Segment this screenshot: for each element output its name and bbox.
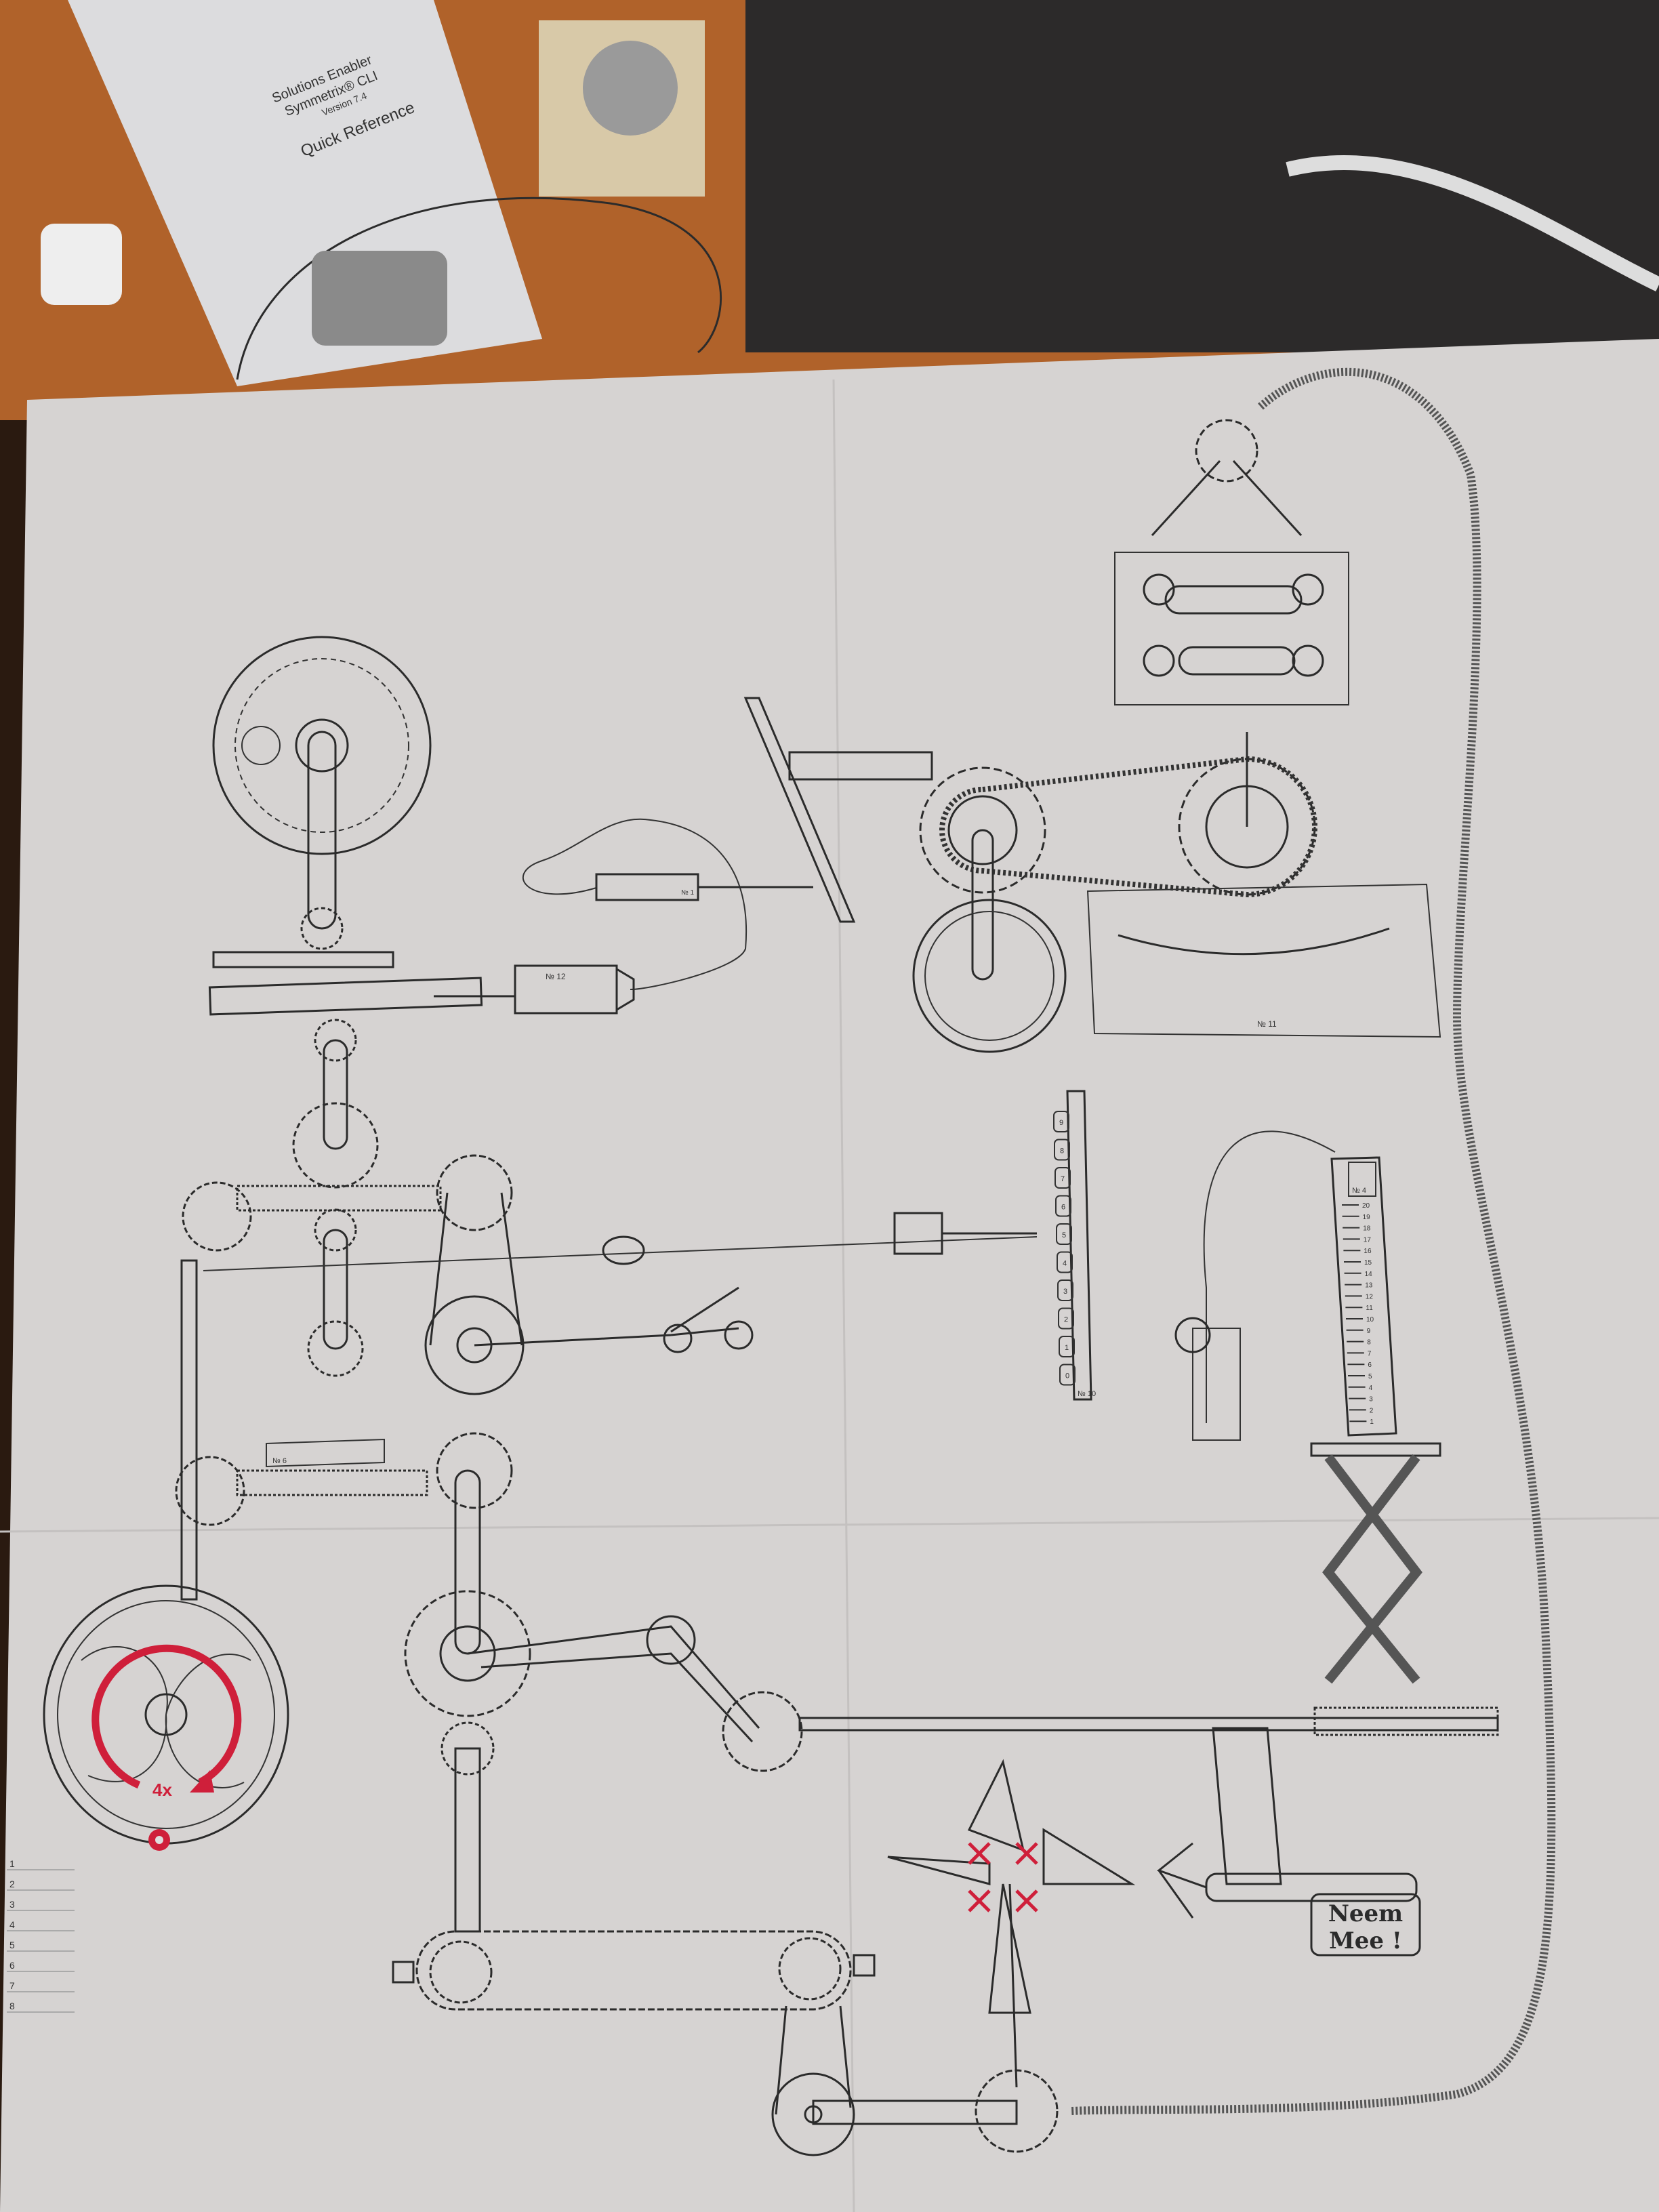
counter-cell bbox=[1054, 1167, 1071, 1189]
counter-digit: 3 bbox=[1063, 1288, 1067, 1296]
scale-label: 10 bbox=[1366, 1316, 1374, 1324]
counter-digit: 9 bbox=[1059, 1119, 1063, 1127]
counter-digits: 9 8 7 6 5 4 3 2 1 0 bbox=[1053, 1111, 1076, 1386]
counter-cell bbox=[1053, 1111, 1069, 1132]
syringe-small-label: № 1 bbox=[681, 889, 695, 897]
counter-digit: 2 bbox=[1064, 1316, 1068, 1324]
slanted-ruler bbox=[743, 697, 856, 923]
margin-number: 5 bbox=[9, 1940, 15, 1950]
flexible-hose bbox=[1070, 367, 1556, 2115]
scale-label: 20 bbox=[1362, 1202, 1370, 1210]
margin-number: 8 bbox=[9, 2001, 15, 2011]
counter-label: № 10 bbox=[1078, 1390, 1096, 1398]
bottom-pulleys bbox=[771, 2005, 1059, 2156]
counter-digit: 5 bbox=[1062, 1231, 1066, 1240]
counter-cell bbox=[1054, 1139, 1070, 1161]
red-marker-center bbox=[155, 1836, 163, 1844]
counter-cell bbox=[1057, 1279, 1073, 1301]
margin-number: 1 bbox=[9, 1858, 15, 1869]
spoked-wheel bbox=[912, 899, 1067, 1053]
water-glass bbox=[1192, 1328, 1241, 1441]
pinwheel-small bbox=[1174, 1317, 1211, 1353]
internal-gear-wheel bbox=[212, 636, 432, 950]
scale-label: 11 bbox=[1366, 1305, 1373, 1312]
chain-drive bbox=[919, 732, 1317, 981]
conveyor-belt bbox=[392, 1930, 876, 2011]
power-adapter bbox=[41, 224, 122, 305]
counter-cell bbox=[1055, 1195, 1071, 1217]
cylinder-label: № 4 bbox=[1352, 1187, 1366, 1195]
scale-label: 2 bbox=[1370, 1407, 1374, 1414]
scale-label: 12 bbox=[1366, 1293, 1374, 1300]
rotation-label: 4x bbox=[152, 1780, 172, 1800]
lamp-base bbox=[583, 41, 678, 136]
margin-numbering: 1 2 3 4 5 6 7 8 bbox=[7, 1858, 75, 2013]
counter-digit: 4 bbox=[1063, 1260, 1067, 1268]
margin-number: 4 bbox=[9, 1919, 15, 1930]
scale-label: 19 bbox=[1363, 1214, 1371, 1221]
desk-clutter bbox=[745, 0, 1659, 352]
spoked-wheel-rim bbox=[924, 911, 1054, 1041]
scale-label: 18 bbox=[1363, 1225, 1371, 1233]
cable bbox=[236, 197, 722, 380]
scale-label: 7 bbox=[1368, 1350, 1372, 1357]
scale-label: 5 bbox=[1368, 1373, 1372, 1380]
lever-fan-panel: № 11 bbox=[1086, 883, 1441, 1038]
margin-number: 6 bbox=[9, 1960, 15, 1971]
scale-label: 4 bbox=[1369, 1385, 1373, 1392]
counter-digit: 0 bbox=[1065, 1372, 1069, 1380]
gear-rack-lower bbox=[208, 977, 483, 1016]
neem-mee-sign bbox=[1310, 1893, 1421, 1957]
scale-label: 17 bbox=[1364, 1236, 1372, 1244]
wristwatch bbox=[312, 251, 447, 346]
rack-bar bbox=[788, 751, 933, 781]
counter-digit: 8 bbox=[1060, 1147, 1064, 1155]
scale-label: 8 bbox=[1367, 1339, 1371, 1347]
poster-paper bbox=[0, 339, 1659, 2212]
counter-cell bbox=[1059, 1336, 1075, 1357]
large-syringe: № 12 bbox=[434, 964, 635, 1015]
scale-label: 9 bbox=[1367, 1328, 1371, 1335]
counter-cell bbox=[1059, 1364, 1076, 1386]
arrow-plate: Neem Mee ! bbox=[1156, 1727, 1421, 1957]
scale-label: 6 bbox=[1368, 1361, 1372, 1369]
counter-digit: 7 bbox=[1061, 1175, 1065, 1183]
counter-digit: 6 bbox=[1061, 1204, 1065, 1212]
lever-panel-label: № 11 bbox=[1257, 1019, 1277, 1029]
sign-line1: Neem bbox=[1328, 1900, 1403, 1927]
sign-line2: Mee ! bbox=[1329, 1927, 1402, 1954]
scale-label: 16 bbox=[1364, 1248, 1372, 1255]
linkage-diagram bbox=[1114, 419, 1349, 705]
left-mechanism bbox=[175, 1019, 1038, 1601]
scale-label: 3 bbox=[1369, 1396, 1373, 1404]
white-cable bbox=[1286, 155, 1659, 291]
ruler-label: № 6 bbox=[272, 1457, 287, 1465]
scale-label: 1 bbox=[1370, 1418, 1374, 1426]
margin-number: 3 bbox=[9, 1899, 15, 1910]
measuring-cylinder: № 4 bbox=[1203, 1130, 1441, 1684]
lower-gear-linkage bbox=[404, 1469, 1499, 1933]
scale-label: 15 bbox=[1364, 1259, 1372, 1267]
counter-cell bbox=[1057, 1251, 1073, 1273]
rotation-arrow bbox=[91, 1644, 242, 1789]
margin-number: 2 bbox=[9, 1879, 15, 1889]
counter-cell bbox=[1058, 1307, 1074, 1330]
scale-label: 14 bbox=[1365, 1271, 1373, 1278]
margin-number: 7 bbox=[9, 1980, 15, 1991]
rotation-arrowhead bbox=[190, 1770, 214, 1793]
paper-pinwheel bbox=[887, 1759, 1136, 2088]
counter-cell bbox=[1056, 1223, 1072, 1245]
cylinder-scale: 20 19 18 17 16 15 14 13 12 11 10 9 8 7 6 5 4 3 2 1 bbox=[1342, 1202, 1374, 1426]
digit-counter: № 10 bbox=[1066, 1090, 1096, 1401]
counter-digit: 1 bbox=[1065, 1344, 1069, 1352]
gear-rack bbox=[212, 951, 394, 968]
syringe-large-label: № 12 bbox=[546, 972, 566, 981]
scale-label: 13 bbox=[1365, 1282, 1373, 1290]
paper-fold bbox=[832, 379, 855, 2212]
small-ruler: № 6 bbox=[266, 1438, 385, 1468]
small-syringe: № 1 bbox=[522, 818, 813, 990]
